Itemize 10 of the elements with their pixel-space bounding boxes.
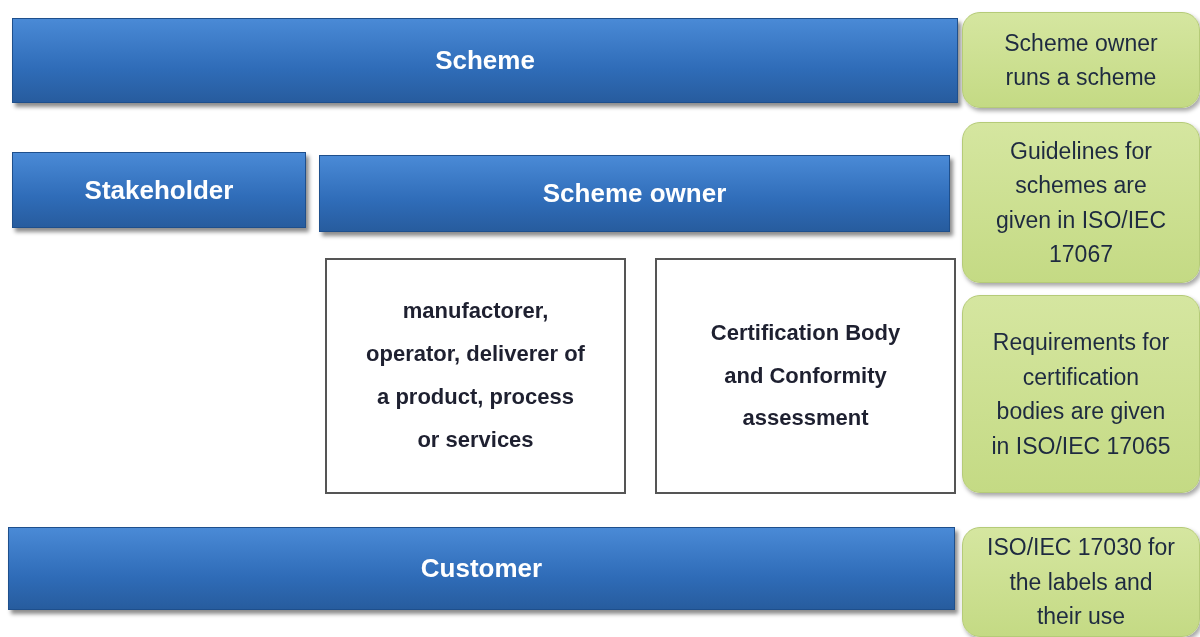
text-box: manufactorer, operator, deliverer of a product, process or services [325,258,626,494]
banner-bar: Scheme [12,18,958,103]
note-box: Guidelines for schemes are given in ISO/IEC 17067 [962,122,1200,283]
note-box: Scheme owner runs a scheme [962,12,1200,108]
banner-bar: Stakeholder [12,152,306,228]
banner-bar: Customer [8,527,955,610]
note-box: Requirements for certification bodies are given in ISO/IEC 17065 [962,295,1200,493]
text-box: Certification Body and Conformity assessment [655,258,956,494]
banner-bar: Scheme owner [319,155,950,232]
note-box: ISO/IEC 17030 for the labels and their use [962,527,1200,637]
